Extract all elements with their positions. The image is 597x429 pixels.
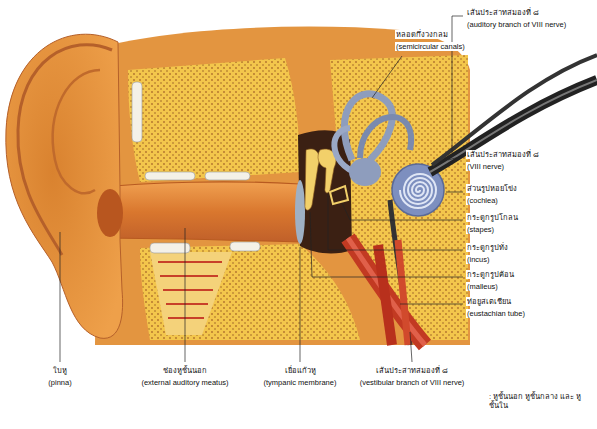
cartilage-bar xyxy=(145,172,195,180)
cartilage-patch xyxy=(150,252,232,335)
part-label-english: (eustachian tube) xyxy=(466,309,526,318)
cochlea-spiral xyxy=(400,174,436,208)
part-label-english: (tympanic membrane) xyxy=(263,378,338,387)
nerves-vessels xyxy=(348,55,597,345)
pinna xyxy=(6,34,123,338)
leader-line xyxy=(60,232,61,362)
part-label-english: (semicircular canals) xyxy=(395,42,466,51)
ear-canal xyxy=(90,82,300,253)
part-label-thai: หลอดกึ่งวงกลม xyxy=(395,30,449,39)
tympanic-cavity xyxy=(298,130,352,253)
vestibule xyxy=(349,158,381,186)
part-label-english: (auditory branch of VIII nerve) xyxy=(466,20,567,29)
nerve-highlight xyxy=(430,80,597,172)
bone-upper xyxy=(128,58,300,182)
part-label-thai: ช่องหูชั้นนอก xyxy=(162,366,208,375)
bone-texture xyxy=(140,244,360,340)
part-label-thai: กระดูกรูปทั่ง xyxy=(466,243,509,252)
cartilage-bar xyxy=(132,82,142,142)
part-label-english: (incus) xyxy=(466,255,491,264)
part-label-english: (external auditory meatus) xyxy=(140,378,229,387)
nerve xyxy=(430,80,597,172)
eardrum xyxy=(295,180,305,244)
blood-vessel xyxy=(398,240,408,345)
leader-line xyxy=(310,212,463,277)
leader-lines xyxy=(60,16,463,362)
muscle-fibres xyxy=(158,262,222,318)
part-label-english: (vestibular branch of VIII nerve) xyxy=(359,378,466,387)
part-label-english: (stapes) xyxy=(466,225,495,234)
bone-texture xyxy=(128,58,300,182)
cartilage xyxy=(150,252,232,335)
malleus-bone xyxy=(305,149,319,210)
leader-line xyxy=(410,332,412,362)
middle-ear xyxy=(295,130,352,253)
part-label-english: (VIII nerve) xyxy=(466,162,505,171)
cartilage-bar xyxy=(230,242,260,251)
helix xyxy=(18,45,112,255)
leader-line xyxy=(185,228,186,362)
leader-line xyxy=(372,56,402,98)
part-label-thai: กระดูกรูปค้อน xyxy=(466,270,515,279)
canal-loop xyxy=(360,117,411,158)
tube-highlight xyxy=(348,238,425,345)
leader-line xyxy=(328,194,463,250)
inner-ear xyxy=(334,94,444,216)
part-label-thai: ส่วนรูปหอยโข่ง xyxy=(466,184,518,193)
part-label-thai: กระดูกรูปโกลน xyxy=(466,213,519,222)
bone-lower xyxy=(140,244,360,340)
cartilage-bar xyxy=(205,172,250,180)
part-label-thai: เส้นประสาทสมองที่ ๘ xyxy=(375,366,449,375)
leader-line xyxy=(400,304,463,305)
leader-line xyxy=(448,156,463,160)
eustachian-tube-shape xyxy=(348,238,425,345)
part-label-thai: ใบหู xyxy=(52,366,68,375)
cartilage-bar xyxy=(150,243,190,253)
nerve-branch xyxy=(432,55,597,165)
footnote: : หูชั้นนอก หูชั้นกลาง และ หูชั้นใน xyxy=(488,392,590,410)
pinna-shape xyxy=(6,34,123,338)
incus-bone xyxy=(318,149,336,193)
leader-line xyxy=(300,247,301,362)
part-label-thai: เยื่อแก้วหู xyxy=(284,366,317,375)
concha xyxy=(97,189,123,237)
blood-vessel xyxy=(378,245,392,345)
canal xyxy=(90,182,300,242)
part-label-thai: เส้นประสาทสมองที่ ๘ xyxy=(466,8,540,17)
part-label-thai: เส้นประสาทสมองที่ ๘ xyxy=(466,150,540,159)
leader-line xyxy=(342,203,463,220)
part-label-english: (malleus) xyxy=(466,282,499,291)
part-label-english: (pinna) xyxy=(47,378,72,387)
part-label-thai: ท่อยูสเตเชียน xyxy=(466,297,512,306)
leader-line xyxy=(446,192,463,193)
part-label-english: (cochlea) xyxy=(466,196,499,205)
stapes-bone xyxy=(330,186,348,204)
antihelix xyxy=(53,70,100,193)
leader-line xyxy=(452,16,463,152)
